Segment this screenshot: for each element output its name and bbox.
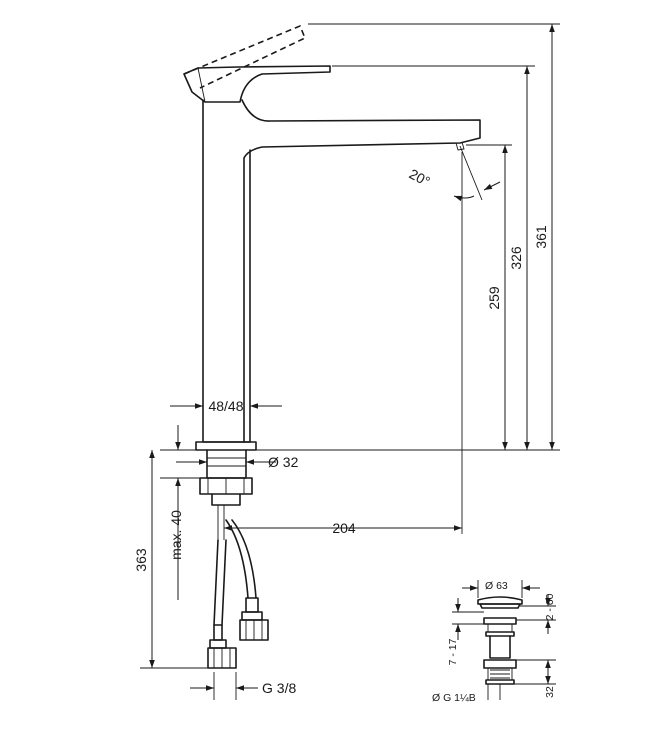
- dim-thread: G 3/8: [262, 680, 296, 696]
- dim-spray-angle: 20°: [407, 166, 433, 190]
- dimension-labels: 361 326 259 48/48 Ø 32 max. 40 363 204 G…: [133, 166, 549, 696]
- lever-handle: [183, 24, 331, 103]
- dim-shank-diameter: Ø 32: [268, 454, 299, 470]
- shank-assembly: [199, 449, 253, 540]
- dim-spout-height: 259: [486, 286, 502, 310]
- dim-spout-reach: 204: [332, 520, 356, 536]
- dim-base-width: 48/48: [208, 398, 243, 414]
- detail-stroke: 2 - 60: [544, 593, 556, 620]
- dimension-lines: [140, 23, 560, 700]
- detail-cap-diameter: Ø 63: [485, 580, 508, 592]
- dim-below-deck: 363: [133, 548, 149, 572]
- dim-lever-height: 326: [508, 246, 524, 270]
- supply-hoses: [207, 519, 269, 669]
- dim-max-deck: max. 40: [168, 510, 184, 560]
- detail-lower-height: 32: [544, 686, 556, 698]
- detail-thread: Ø G 1¼B: [432, 692, 476, 704]
- detail-deck-range: 7 - 17: [447, 638, 459, 665]
- dim-total-height: 361: [533, 225, 549, 249]
- waste-valve-detail: Ø 63 2 - 60 7 - 17 Ø G 1¼B 32: [432, 580, 556, 704]
